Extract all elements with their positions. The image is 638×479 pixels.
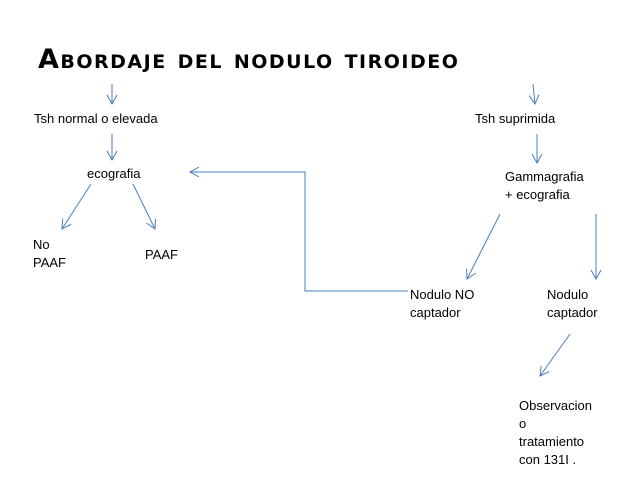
node-observacion: Observacion o tratamiento con 131I . (519, 398, 592, 467)
node-tsh-normal: Tsh normal o elevada (34, 111, 158, 126)
node-ecografia: ecografia (87, 166, 141, 181)
node-nodulo-no-captador: Nodulo NO captador (410, 287, 475, 320)
node-paaf: PAAF (145, 247, 178, 262)
arrow-ecografia-to-no-paaf (61, 183, 92, 230)
arrow-ecografia-to-paaf (132, 183, 157, 230)
node-nodulo-captador: Nodulo captador (547, 287, 598, 320)
arrow-nodulo-no-captador-to-ecografia (188, 166, 408, 292)
diagram-title: Abordaje del nodulo tiroideo (38, 44, 460, 75)
arrow-title-to-tsh-suprimida (528, 83, 540, 106)
node-no-paaf: No PAAF (33, 237, 66, 270)
arrow-gammagrafia-to-nodulo-no-captador (466, 213, 501, 280)
arrow-nodulo-captador-to-observacion (539, 333, 571, 377)
node-tsh-suprimida: Tsh suprimida (475, 111, 556, 126)
node-gammagrafia: Gammagrafia + ecografia (505, 169, 584, 202)
